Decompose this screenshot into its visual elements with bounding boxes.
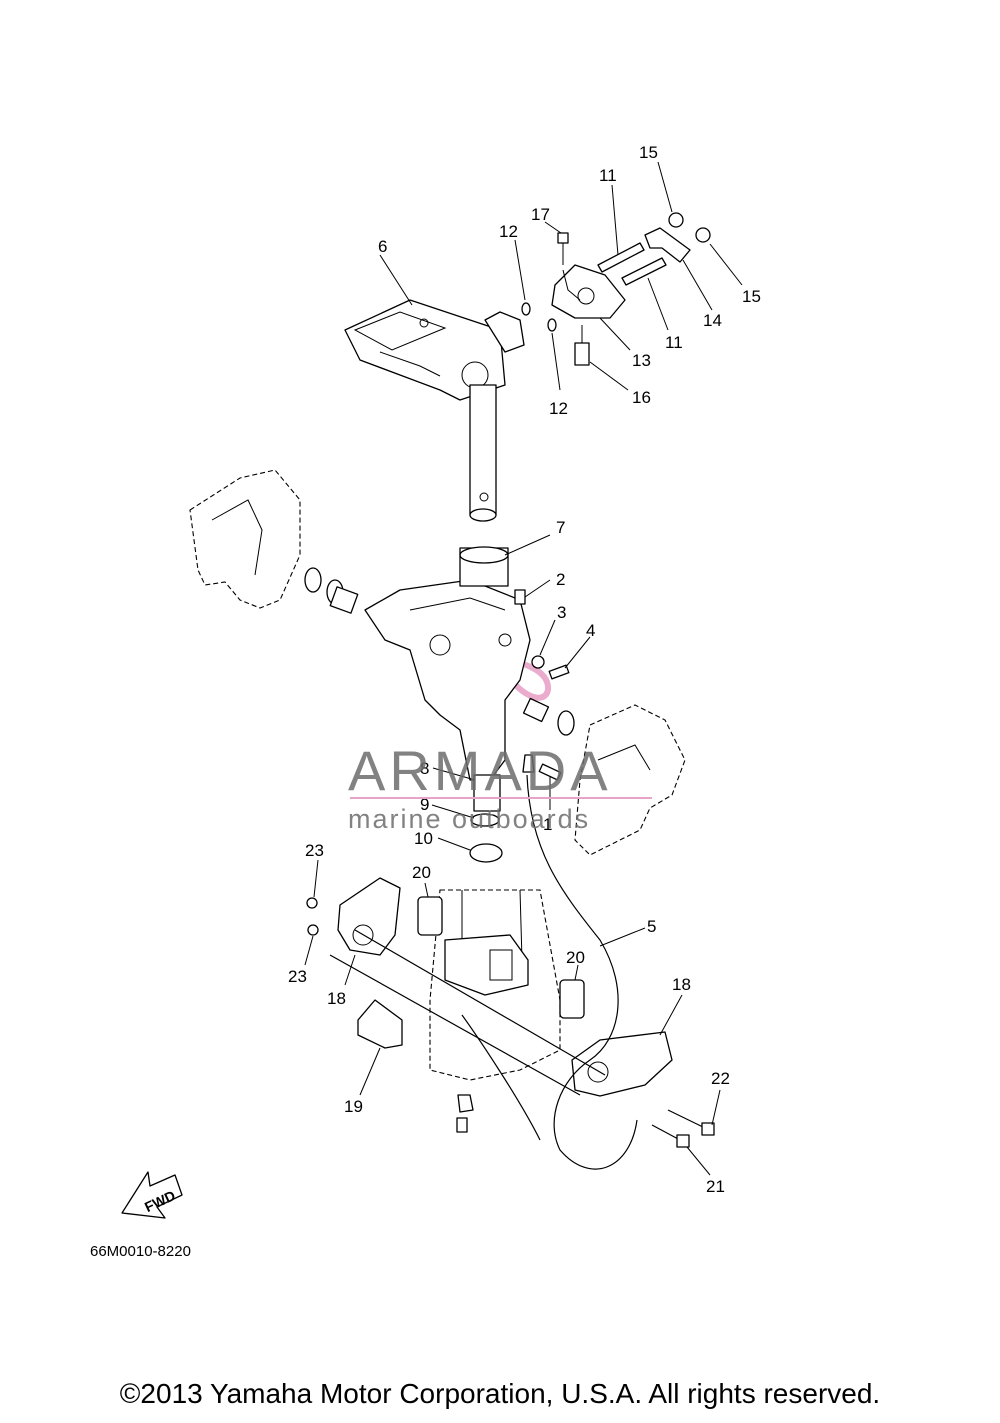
bolt-part xyxy=(538,763,562,781)
callout-label: 18 xyxy=(672,975,691,994)
washer-part xyxy=(521,302,531,316)
callout-label: 12 xyxy=(499,222,518,241)
callout-label: 20 xyxy=(412,863,431,882)
callout-label: 23 xyxy=(305,841,324,860)
callout-label: 14 xyxy=(703,311,722,330)
callout-label: 7 xyxy=(556,518,565,537)
watermark-brand: ARMADA xyxy=(348,739,612,802)
clamp-bracket-outline xyxy=(574,704,686,856)
callout-label: 11 xyxy=(665,333,683,352)
callout-label: 4 xyxy=(586,621,595,640)
copyright-notice: ©2013 Yamaha Motor Corporation, U.S.A. A… xyxy=(119,1378,881,1409)
bolt-part xyxy=(667,1109,715,1136)
bushing-part xyxy=(557,710,575,736)
callout-label: 6 xyxy=(378,237,387,256)
bushing-part xyxy=(329,586,359,614)
drawing-code: 66M0010-8220 xyxy=(90,1243,191,1260)
plate-part xyxy=(644,227,691,263)
bush-part xyxy=(473,774,501,812)
callout-label: 15 xyxy=(742,287,761,306)
damper-part xyxy=(357,999,403,1049)
nut-part xyxy=(668,212,684,228)
mount-rod xyxy=(354,929,606,1076)
callout-label: 12 xyxy=(549,399,568,418)
swivel-bracket-part xyxy=(364,546,531,781)
grease-nipple-part xyxy=(522,754,535,773)
watermark-tagline: marine outboards xyxy=(348,804,590,834)
callout-label: 15 xyxy=(639,143,658,162)
callout-labels: 1 2 3 4 5 6 7 8 9 10 11 11 12 12 13 14 1… xyxy=(288,143,761,1196)
callout-label: 9 xyxy=(420,795,429,814)
mount-rubber-part xyxy=(417,896,443,936)
washer-part xyxy=(306,897,318,909)
collar-part xyxy=(531,655,545,669)
callout-label: 3 xyxy=(557,603,566,622)
upper-mount-part xyxy=(551,232,626,366)
washer-part xyxy=(307,924,319,936)
ground-lead-wire xyxy=(461,1014,541,1141)
bolt-part xyxy=(651,1124,690,1148)
washer-part xyxy=(547,318,557,332)
callout-label: 22 xyxy=(711,1069,730,1088)
seal-part xyxy=(469,843,503,863)
mount-rubber-part xyxy=(559,979,585,1019)
clamp-bracket-outline xyxy=(189,469,301,609)
callout-label: 21 xyxy=(706,1177,725,1196)
lower-mount-housing-part xyxy=(337,877,401,956)
callout-label: 18 xyxy=(327,989,346,1008)
callout-label: 5 xyxy=(647,917,656,936)
o-ring-part xyxy=(470,813,500,827)
forward-arrow-icon: FWD xyxy=(121,1171,183,1219)
ground-lead-wire xyxy=(526,774,638,1170)
callout-label: 13 xyxy=(632,351,651,370)
callout-label: 11 xyxy=(599,166,617,185)
bushing-part xyxy=(304,567,322,593)
callout-label: 20 xyxy=(566,948,585,967)
callout-label: 2 xyxy=(556,570,565,589)
callout-label: 1 xyxy=(543,815,552,834)
clip-part xyxy=(457,1094,474,1113)
callout-label: 8 xyxy=(420,759,429,778)
callout-label: 19 xyxy=(344,1097,363,1116)
mount-rod xyxy=(329,954,581,1096)
steering-bracket-part xyxy=(344,299,525,522)
leader-lines xyxy=(304,161,743,1176)
bushing-part xyxy=(522,697,550,723)
callout-label: 23 xyxy=(288,967,307,986)
nut-part xyxy=(695,227,711,243)
bolt-part xyxy=(548,664,570,680)
stud-bolt-part xyxy=(597,242,667,286)
callout-label: 17 xyxy=(531,205,550,224)
lower-mount-housing-part xyxy=(571,1031,673,1097)
screw-part xyxy=(456,1117,468,1133)
callout-label: 10 xyxy=(414,829,433,848)
callout-label: 16 xyxy=(632,388,651,407)
